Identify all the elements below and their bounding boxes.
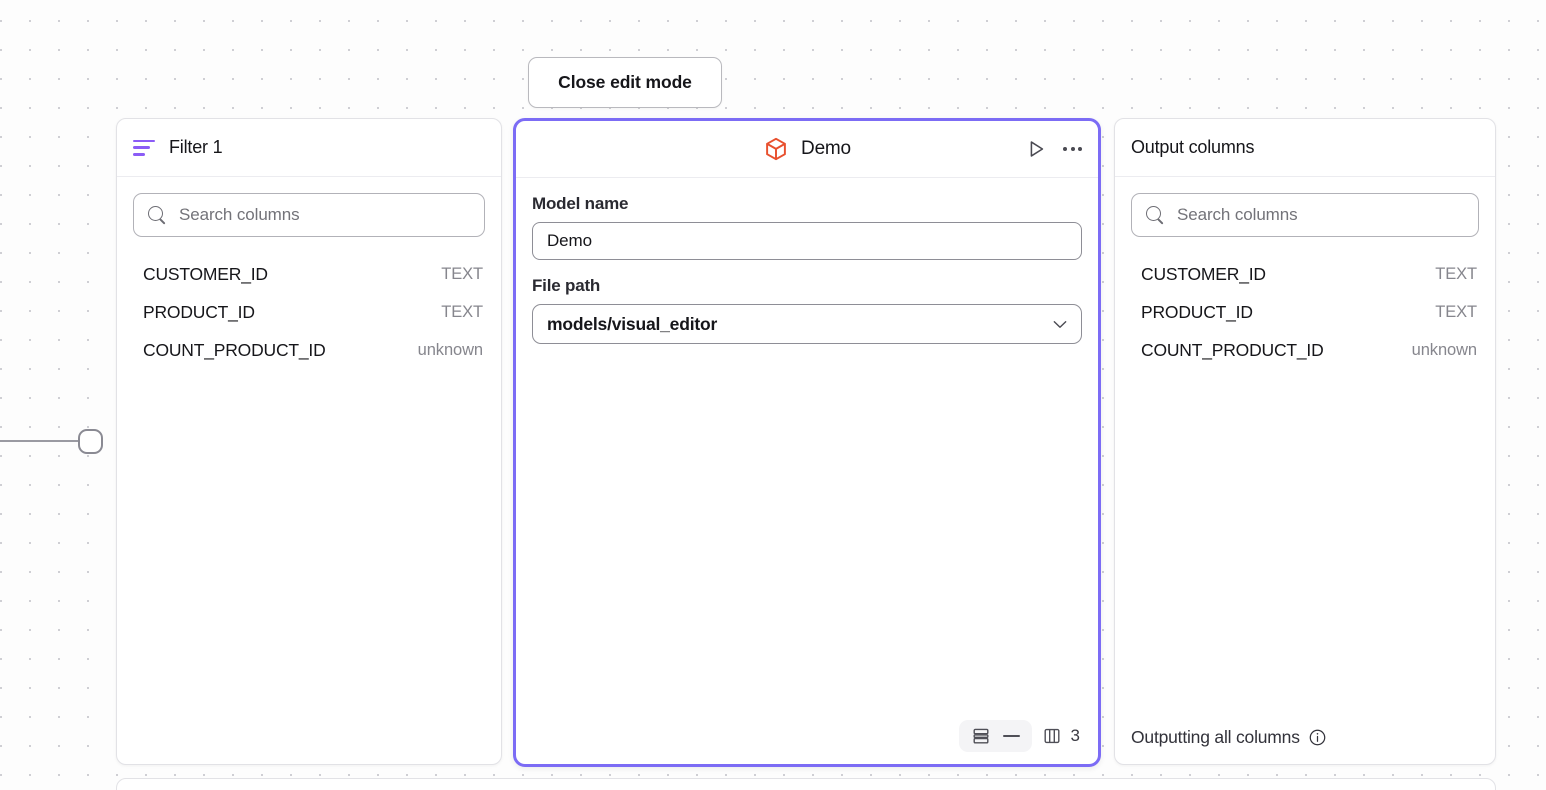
file-path-value: models/visual_editor [547, 313, 718, 334]
connection-handle[interactable] [78, 429, 103, 454]
list-item[interactable]: COUNT_PRODUCT_ID unknown [1131, 331, 1479, 369]
list-item[interactable]: PRODUCT_ID TEXT [133, 293, 485, 331]
column-name: CUSTOMER_ID [143, 263, 268, 284]
search-icon [148, 205, 167, 225]
cube-icon [766, 137, 786, 161]
play-icon[interactable] [1025, 138, 1047, 160]
column-type: unknown [1411, 340, 1477, 359]
list-item[interactable]: PRODUCT_ID TEXT [1131, 293, 1479, 331]
model-name-input[interactable]: Demo [532, 222, 1082, 260]
column-count-group[interactable]: 3 [1042, 726, 1084, 746]
model-panel-title: Demo [801, 138, 851, 159]
filter-panel-title: Filter 1 [169, 137, 223, 157]
list-item[interactable]: CUSTOMER_ID TEXT [133, 255, 485, 293]
model-header-actions [1025, 138, 1084, 160]
column-type: TEXT [441, 264, 483, 283]
list-item[interactable]: COUNT_PRODUCT_ID unknown [133, 331, 485, 369]
column-name: CUSTOMER_ID [1141, 263, 1266, 284]
filter-panel-body: Search columns CUSTOMER_ID TEXT PRODUCT_… [117, 177, 501, 764]
filter-node-panel[interactable]: Filter 1 Search columns CUSTOMER_ID TEXT… [116, 118, 502, 765]
more-options-icon[interactable] [1061, 141, 1084, 157]
columns-icon [1044, 728, 1060, 744]
output-panel-title: Output columns [1131, 137, 1255, 157]
filter-search-input[interactable]: Search columns [133, 193, 485, 237]
model-name-label: Model name [532, 194, 629, 213]
chevron-down-icon [1053, 320, 1067, 328]
filter-search-placeholder: Search columns [179, 205, 300, 224]
rows-icon [973, 728, 989, 744]
column-type: unknown [417, 340, 483, 359]
output-columns-panel[interactable]: Output columns Search columns CUSTOMER_I… [1114, 118, 1496, 765]
file-path-select[interactable]: models/visual_editor [532, 304, 1082, 344]
filter-icon [133, 139, 155, 156]
filter-column-list: CUSTOMER_ID TEXT PRODUCT_ID TEXT COUNT_P… [133, 255, 485, 369]
model-panel-body: Model name Demo File path models/visual_… [516, 178, 1098, 764]
model-stats-toolbar: 3 [958, 720, 1084, 752]
column-name: PRODUCT_ID [143, 301, 255, 322]
column-type: TEXT [1435, 302, 1477, 321]
model-panel-header: Demo [516, 121, 1098, 178]
close-edit-mode-button[interactable]: Close edit mode [528, 57, 722, 108]
output-search-input[interactable]: Search columns [1131, 193, 1479, 237]
list-item[interactable]: CUSTOMER_ID TEXT [1131, 255, 1479, 293]
model-node-panel[interactable]: Demo Model name Demo File path models/vi… [513, 118, 1101, 767]
column-name: COUNT_PRODUCT_ID [143, 339, 326, 360]
output-panel-footer: Outputting all columns [1115, 715, 1495, 764]
output-search-placeholder: Search columns [1177, 205, 1298, 224]
connection-edge [0, 440, 78, 442]
row-count-value [1002, 734, 1020, 738]
column-type: TEXT [1435, 264, 1477, 283]
column-type: TEXT [441, 302, 483, 321]
search-icon [1146, 205, 1165, 225]
bottom-node-panel-partial[interactable] [116, 778, 1496, 790]
output-column-list: CUSTOMER_ID TEXT PRODUCT_ID TEXT COUNT_P… [1131, 255, 1479, 369]
file-path-label: File path [532, 276, 601, 295]
output-panel-body: Search columns CUSTOMER_ID TEXT PRODUCT_… [1115, 177, 1495, 715]
outputting-all-columns-label: Outputting all columns [1131, 727, 1300, 747]
column-count-value: 3 [1070, 726, 1080, 745]
column-name: PRODUCT_ID [1141, 301, 1253, 322]
output-panel-header: Output columns [1115, 119, 1495, 177]
filter-panel-header: Filter 1 [117, 119, 501, 177]
row-count-pill[interactable] [958, 720, 1032, 752]
info-icon[interactable] [1308, 728, 1327, 747]
column-name: COUNT_PRODUCT_ID [1141, 339, 1324, 360]
